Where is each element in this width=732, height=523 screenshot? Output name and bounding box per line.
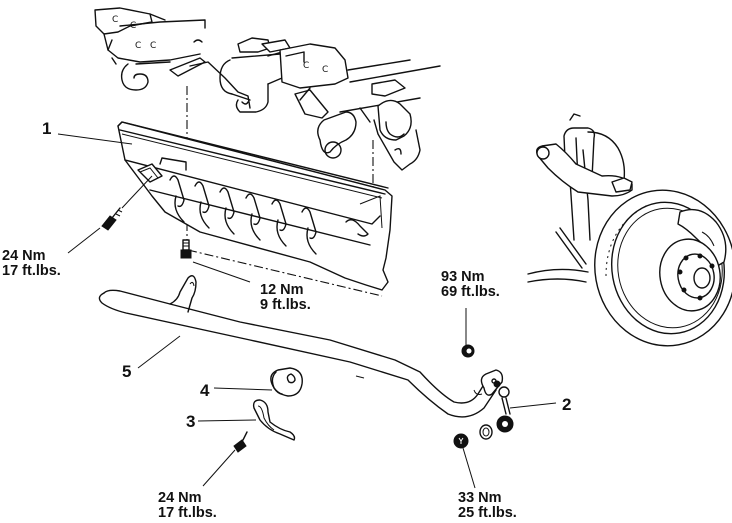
torque-link-lower-nut: 33 Nm 25 ft.lbs.	[458, 491, 517, 521]
svg-text:C: C	[135, 41, 141, 51]
leader-callout-4	[213, 387, 273, 391]
stabilizer-bar	[98, 275, 504, 418]
torque-ftlbs: 17 ft.lbs.	[158, 505, 217, 521]
torque-nm: 33 Nm	[458, 490, 502, 506]
leader-torque-left	[67, 227, 101, 254]
torque-bracket-bolt: 24 Nm 17 ft.lbs.	[158, 491, 217, 521]
skid-plate	[117, 121, 393, 297]
callout-2: 2	[562, 395, 572, 414]
bushing	[270, 367, 303, 397]
link-washer	[479, 424, 493, 440]
svg-text:C: C	[112, 15, 118, 25]
skid-plate-louvers	[169, 175, 369, 255]
wheel-hub-assembly	[527, 113, 732, 347]
leader-bracket-bolt	[202, 449, 236, 487]
torque-ftlbs: 9 ft.lbs.	[260, 297, 311, 313]
frame-crossmember: C C C C C C	[94, 7, 441, 171]
torque-ftlbs: 69 ft.lbs.	[441, 284, 500, 300]
link-upper-nut	[461, 344, 475, 358]
skid-plate-bolt-left	[101, 207, 123, 231]
svg-text:C: C	[322, 65, 328, 75]
torque-ftlbs: 17 ft.lbs.	[2, 263, 61, 279]
leader-callout-3	[197, 419, 257, 422]
skid-plate-bolt-lower	[180, 239, 192, 259]
leader-torque-lower	[192, 261, 251, 283]
torque-ftlbs: 25 ft.lbs.	[458, 505, 517, 521]
torque-nm: 24 Nm	[2, 248, 46, 264]
torque-nm: 12 Nm	[260, 282, 304, 298]
torque-skid-plate-bolt-left: 24 Nm 17 ft.lbs.	[2, 249, 61, 279]
stabilizer-link	[493, 380, 514, 433]
leader-callout-5	[137, 335, 181, 369]
leader-lines	[57, 133, 557, 489]
leader-link-lower-nut	[462, 447, 476, 489]
callout-1: 1	[42, 119, 52, 138]
callout-4: 4	[200, 381, 210, 400]
bracket-bolt	[233, 431, 248, 453]
leader-callout-1	[57, 133, 133, 145]
torque-nm: 24 Nm	[158, 490, 202, 506]
svg-text:C: C	[150, 41, 156, 51]
leader-callout-2	[509, 402, 557, 409]
svg-text:C: C	[303, 61, 309, 71]
link-lower-nut	[453, 433, 469, 449]
bushing-bracket	[252, 399, 296, 441]
callout-5: 5	[122, 362, 132, 381]
torque-nm: 93 Nm	[441, 269, 485, 285]
torque-link-upper-nut: 93 Nm 69 ft.lbs.	[441, 270, 500, 300]
callout-3: 3	[186, 412, 196, 431]
svg-text:C: C	[130, 21, 136, 31]
torque-skid-plate-bolt-lower: 12 Nm 9 ft.lbs.	[260, 283, 311, 313]
